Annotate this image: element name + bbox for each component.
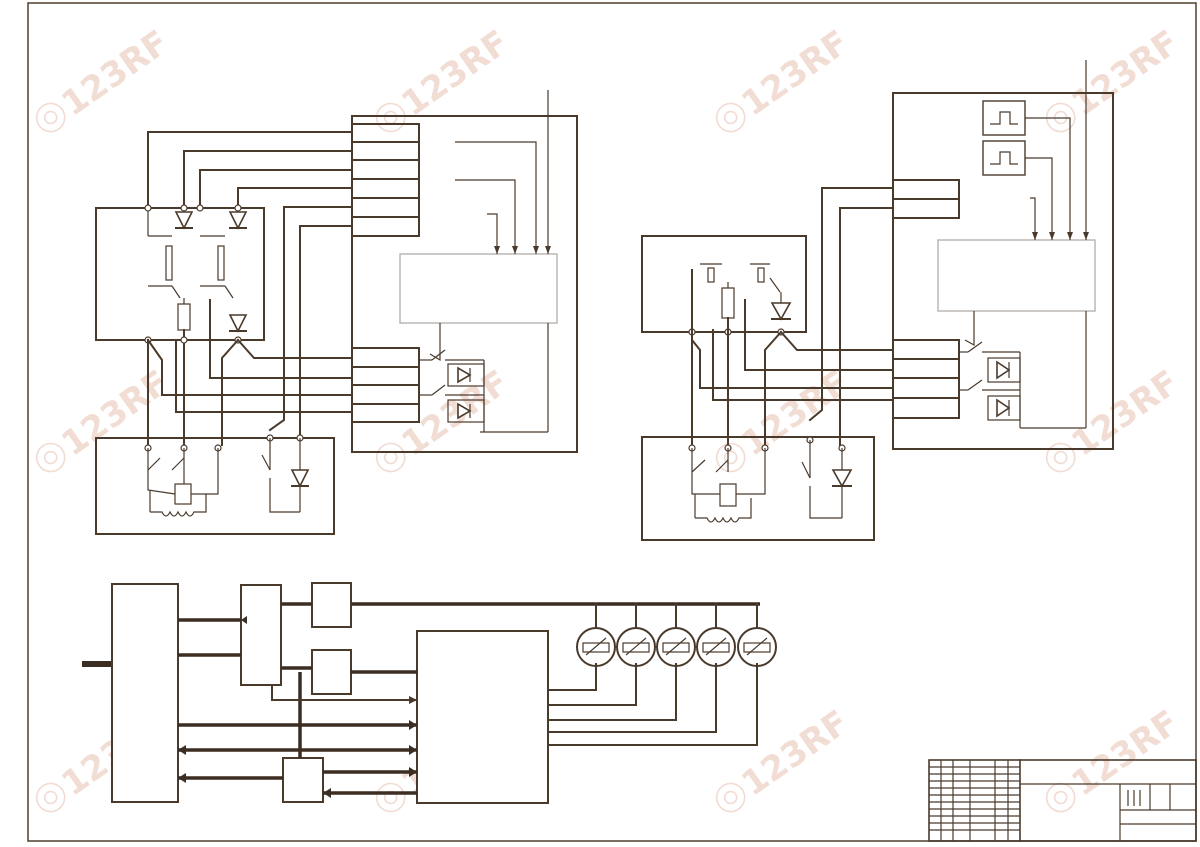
sheet-frame [27,2,1197,842]
watermark-text: 123RF [1065,703,1187,805]
module-block-b [311,649,352,695]
left-schematic [95,90,578,535]
right-processor-block [937,239,1096,312]
diode-icon [831,469,853,488]
left-output-thyristors [419,349,485,432]
left-controller-box [351,115,578,453]
resistor-icon [177,303,191,331]
watermark-text: 123RF [735,703,857,805]
watermark-text: 123RF [395,23,517,125]
right-relay-box [641,235,807,333]
gauge-icon [576,603,616,667]
watermark-logo: 123RF [715,363,857,473]
left-actuator-box [95,437,335,535]
module-block-c [282,757,324,803]
left-terminal-strip-bottom [351,347,420,423]
left-relay-box [95,207,265,341]
left-processor-block [399,253,558,324]
processor-unit-block [416,630,549,804]
right-controller-box [892,92,1114,450]
coil-icon [174,483,192,505]
diode-icon [770,302,792,321]
watermark-text: 123RF [395,363,517,465]
gauge-icon [737,603,777,667]
sensor-block-2 [982,140,1026,176]
watermark-layer: 123RF 123RF 123RF 123RF 123RF 123RF 123RF 123RF… [35,23,1187,813]
sensor-block-1 [982,100,1026,136]
gauge-row [576,603,777,667]
right-schematic [641,60,1114,541]
diode-icon [174,211,194,230]
watermark-text: 123RF [735,23,857,125]
coil-icon [719,483,737,507]
left-terminal-strip-top [351,123,420,237]
watermark-logo: 123RF [1045,703,1187,813]
diode-icon [290,469,310,488]
watermark-text: 123RF [735,363,857,465]
watermark-logo: 123RF [35,23,177,133]
watermark-logo: 123RF [715,703,857,813]
module-block-a [311,582,352,628]
gauge-icon [696,603,736,667]
right-output-thyristors [959,341,1021,428]
watermark-text: 123RF [55,363,177,465]
bottom-block-diagram [82,582,777,804]
diode-icon [228,211,248,230]
interface-block [240,584,282,686]
right-actuator-box [641,436,875,541]
watermark-text: 123RF [55,23,177,125]
watermark-logo: 123RF [715,23,857,133]
gauge-icon [616,603,656,667]
diode-icon [228,314,248,333]
watermark-text: 123RF [1065,23,1187,125]
title-block [928,759,1197,842]
main-unit-block [111,583,179,803]
gauge-icon [656,603,696,667]
